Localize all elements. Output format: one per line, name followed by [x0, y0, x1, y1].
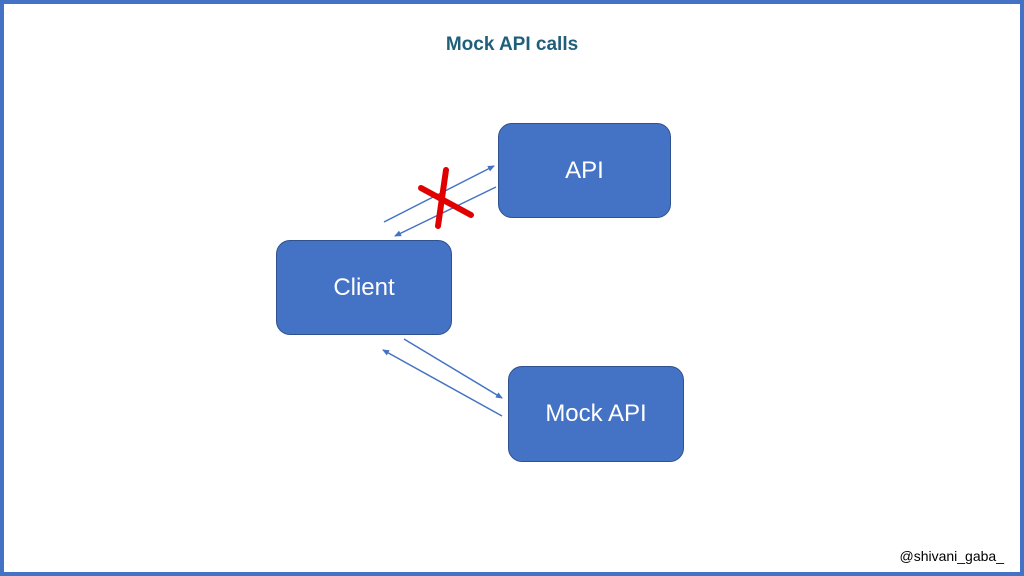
client-node-label: Client	[333, 273, 395, 301]
api-node: API	[498, 123, 671, 218]
client-node: Client	[276, 240, 452, 335]
blocked-cross-icon	[418, 167, 474, 229]
mock-api-node: Mock API	[508, 366, 684, 462]
api-node-label: API	[565, 156, 604, 184]
author-credit: @shivani_gaba_	[899, 548, 1004, 564]
slide-title: Mock API calls	[445, 34, 579, 55]
arrow-client-to-mock-api	[403, 338, 503, 399]
arrow-api-to-client	[394, 186, 497, 237]
arrow-client-to-api	[383, 165, 495, 223]
arrow-mock-api-to-client	[382, 349, 503, 417]
mock-api-node-label: Mock API	[545, 400, 647, 427]
